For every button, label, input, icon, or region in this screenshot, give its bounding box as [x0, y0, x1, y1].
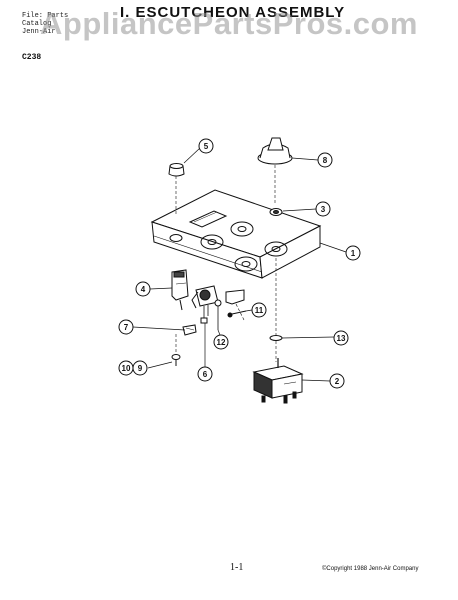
callout-3-label: 3 — [321, 205, 326, 214]
callout-1-circle — [345, 245, 361, 261]
copyright-notice: ©Copyright 1988 Jenn-Air Company — [322, 566, 419, 572]
callout-1-label: 1 — [351, 249, 356, 258]
part-5-cap — [168, 163, 185, 214]
callout-7-circle — [118, 319, 134, 335]
header-catalog-line: Catalog — [22, 20, 52, 28]
part-6-switch — [191, 285, 219, 324]
callout-13-label: 13 — [337, 334, 346, 343]
header-brand-line: Jenn-Air — [22, 28, 56, 36]
callout-2-circle — [329, 373, 345, 389]
part-3-ring — [269, 208, 283, 216]
model-number: C238 — [22, 53, 42, 62]
escutcheon-panel — [150, 189, 322, 279]
callout-5-label: 5 — [204, 142, 209, 151]
callout-3-circle — [315, 201, 331, 217]
part-2-infinite-switch — [252, 358, 304, 404]
part-12-screw — [214, 299, 222, 330]
callout-9-circle — [132, 360, 148, 376]
part-8-knob — [257, 137, 293, 205]
callout-4-label: 4 — [141, 285, 146, 294]
part-9-10-screws — [171, 334, 181, 366]
part-11-screw — [227, 310, 247, 318]
header-file-line: File: Parts — [22, 12, 69, 20]
part-4-housing — [171, 269, 189, 311]
callout-8-label: 8 — [323, 156, 328, 165]
callout-6-circle — [197, 366, 213, 382]
callout-9-label: 9 — [138, 364, 143, 373]
part-7-clip — [182, 324, 197, 336]
page-number: 1-1 — [230, 562, 244, 573]
callout-13-circle — [333, 330, 349, 346]
callout-7-label: 7 — [124, 323, 129, 332]
callout-12-circle — [213, 334, 229, 350]
mounting-bracket — [225, 289, 245, 321]
callout-8-circle — [317, 152, 333, 168]
callout-11-label: 11 — [255, 306, 264, 315]
callout-11-circle — [251, 302, 267, 318]
callout-4-circle — [135, 281, 151, 297]
callout-10-label: 10 — [122, 364, 131, 373]
callout-12-label: 12 — [217, 338, 226, 347]
page-title: I. ESCUTCHEON ASSEMBLY — [120, 4, 346, 21]
callout-5-circle — [198, 138, 214, 154]
callout-2-label: 2 — [335, 377, 340, 386]
part-13-ring — [269, 258, 283, 362]
callout-6-label: 6 — [203, 370, 208, 379]
